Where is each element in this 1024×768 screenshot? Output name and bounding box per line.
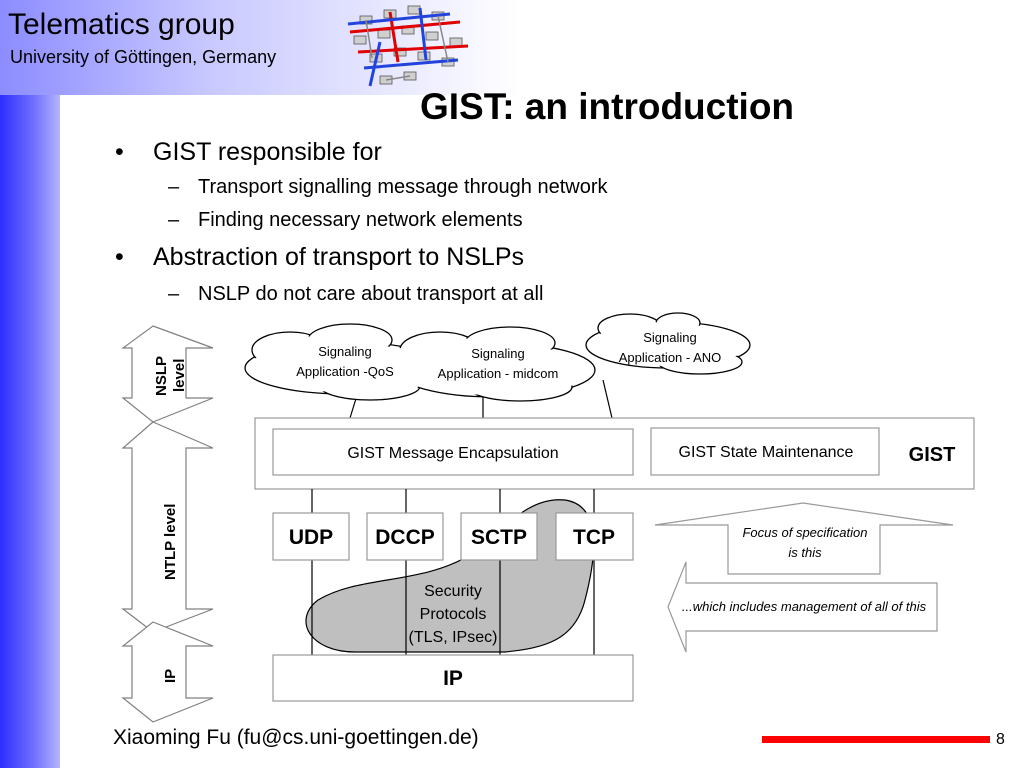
subbullet-finding-elements: – Finding necessary network elements: [168, 209, 523, 232]
udp-label: UDP: [289, 526, 333, 549]
subbullet-nslp-transport: – NSLP do not care about transport at al…: [168, 283, 544, 306]
ip-box: [272, 654, 634, 702]
left-gradient-sidebar: [0, 0, 60, 768]
security-label-1: Security: [424, 583, 482, 600]
cloud-qos-label-1: Signaling: [318, 344, 372, 359]
slide-title: GIST: an introduction: [419, 86, 795, 127]
bullet-gist-responsible: • GIST responsible for: [115, 138, 382, 167]
udp-box: [272, 512, 350, 561]
bullet-text: Abstraction of transport to NSLPs: [153, 243, 525, 271]
dccp-box: [366, 512, 444, 561]
ntlp-level-label: NTLP level: [162, 504, 179, 580]
gist-encapsulation-box: [272, 428, 634, 476]
focus-label-1: Focus of specification: [742, 525, 867, 540]
bullet-dot-icon: •: [115, 138, 124, 166]
security-label-3: (TLS, IPsec): [409, 629, 498, 646]
ip-label: IP: [443, 667, 463, 690]
org-subtitle: University of Göttingen, Germany: [10, 47, 277, 67]
tcp-box: [555, 512, 634, 561]
ip-level-arrow: [121, 621, 214, 723]
cloud-ano-label-1: Signaling: [643, 330, 697, 345]
subbullet-text: Finding necessary network elements: [198, 209, 523, 231]
subbullet-transport-signalling: – Transport signalling message through n…: [168, 176, 608, 199]
cloud-midcom-label-2: Application - midcom: [438, 366, 559, 381]
footer-author: Xiaoming Fu (fu@cs.uni-goettingen.de): [113, 726, 479, 749]
bullet-abstraction: • Abstraction of transport to NSLPs: [115, 243, 525, 272]
gist-state-label: GIST State Maintenance: [679, 444, 854, 461]
subbullet-text: Transport signalling message through net…: [198, 176, 608, 198]
org-title: Telematics group: [8, 8, 235, 41]
sctp-label: SCTP: [471, 526, 527, 549]
dash-icon: –: [168, 176, 180, 198]
cloud-ano-label-2: Application - ANO: [619, 350, 722, 365]
tcp-label: TCP: [573, 526, 615, 549]
nslp-level-label-2: level: [171, 359, 188, 392]
footer-accent-bar: [762, 736, 990, 743]
management-arrow: [667, 561, 938, 653]
gist-encapsulation-label: GIST Message Encapsulation: [347, 445, 558, 462]
management-label: ...which includes management of all of t…: [682, 599, 927, 614]
gist-label: GIST: [909, 444, 956, 466]
nslp-level-label: NSLP: [153, 356, 170, 396]
subbullet-text: NSLP do not care about transport at all: [198, 283, 544, 305]
bullet-text: GIST responsible for: [153, 138, 382, 166]
gist-state-box: [650, 427, 880, 476]
dccp-label: DCCP: [375, 526, 435, 549]
telematics-logo: [347, 5, 469, 87]
dash-icon: –: [168, 283, 180, 305]
page-number: 8: [996, 731, 1005, 748]
focus-arrow: [654, 502, 954, 575]
cloud-midcom-label-1: Signaling: [471, 346, 525, 361]
cloud-qos-label-2: Application -QoS: [296, 364, 394, 379]
ip-level-label: IP: [162, 669, 179, 683]
bullet-dot-icon: •: [115, 243, 124, 271]
sctp-box: [460, 512, 538, 561]
focus-label-2: is this: [788, 545, 822, 560]
security-label-2: Protocols: [420, 606, 487, 623]
dash-icon: –: [168, 209, 180, 231]
